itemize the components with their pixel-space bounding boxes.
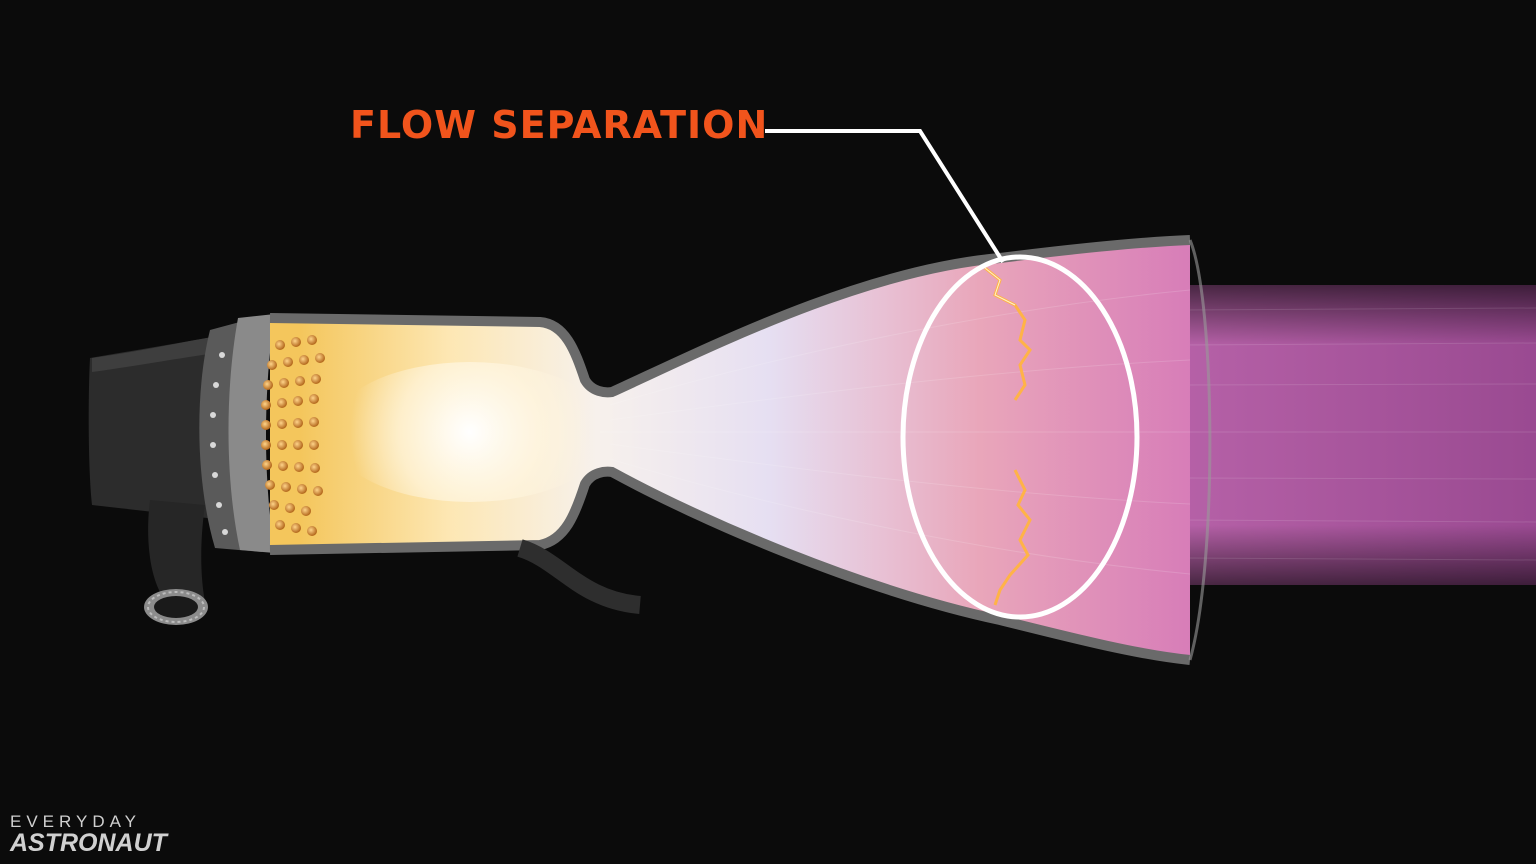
brand-logo: EVERYDAY ASTRONAUT (10, 813, 167, 856)
brand-line-1: EVERYDAY (10, 812, 142, 831)
separation-front (984, 266, 1032, 606)
nozzle-wall (269, 235, 1212, 665)
callout-marker (765, 129, 1140, 620)
callout-leader-line (765, 129, 1005, 264)
brand-line-2: ASTRONAUT (10, 829, 167, 857)
nozzle-flow (270, 240, 1191, 660)
injector-holes (261, 335, 325, 536)
exhaust-plume (1179, 285, 1536, 585)
injector-ring (199, 314, 275, 553)
inlet-manifold (88, 335, 225, 625)
callout-label: FLOW SEPARATION (350, 103, 769, 147)
highlight-ellipse-icon (900, 254, 1140, 620)
